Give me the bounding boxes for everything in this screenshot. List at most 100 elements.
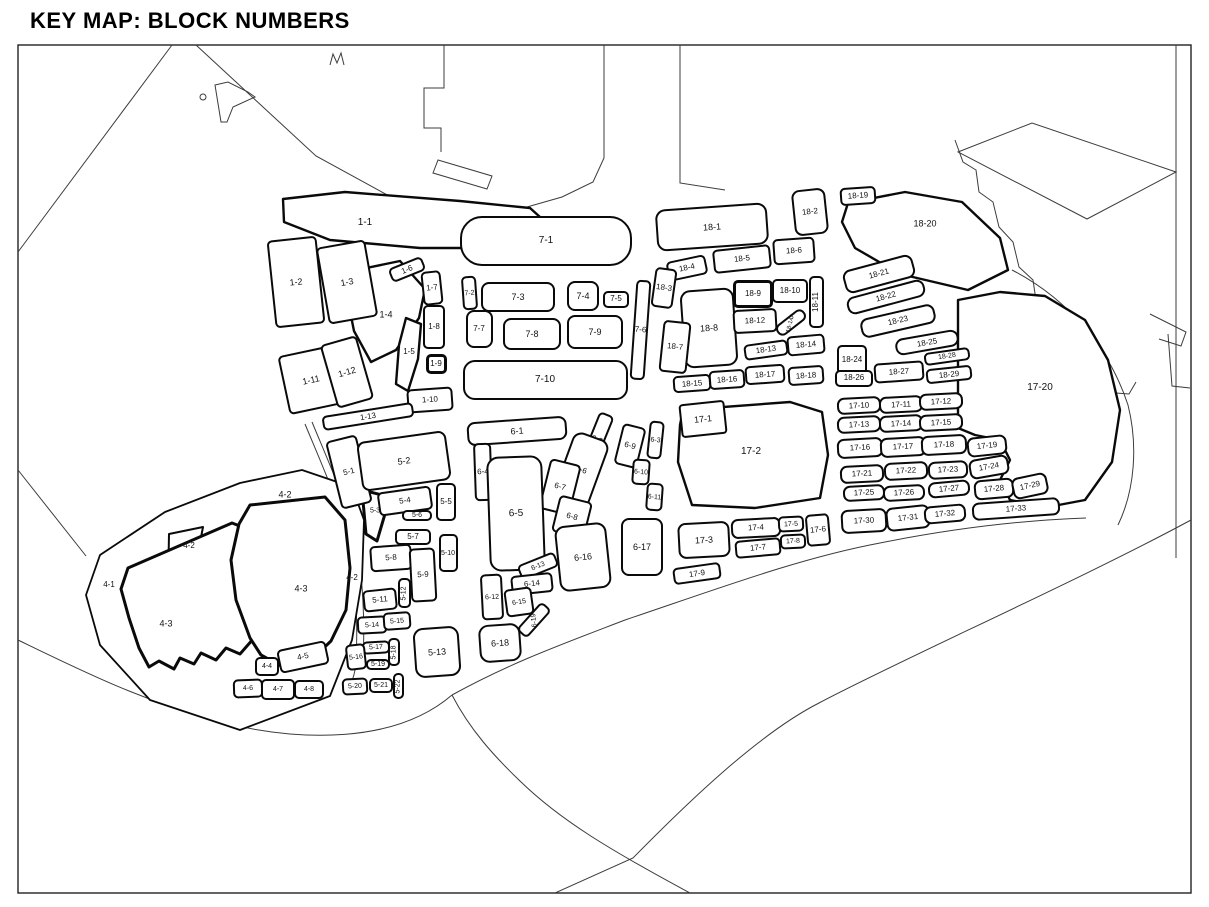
block-5-4-label: 5-4 <box>398 495 412 506</box>
block-5-14-label: 5-14 <box>364 621 380 629</box>
block-5-11-label: 5-11 <box>371 594 389 605</box>
block-18-24-label: 18-24 <box>841 355 863 364</box>
block-17-33-label: 17-33 <box>1005 503 1027 514</box>
block-6-10: 6-10 <box>631 458 651 486</box>
block-5-13-label: 5-13 <box>427 645 447 658</box>
block-17-1-label: 17-1 <box>693 412 713 425</box>
block-18-26-label: 18-26 <box>843 373 865 382</box>
block-5-15-label: 5-15 <box>389 617 405 625</box>
block-6-12-label: 6-12 <box>484 593 500 601</box>
block-1-10-label: 1-10 <box>421 394 439 405</box>
block-5-3-label: 5-3 <box>369 507 381 515</box>
block-5-22: 5-22 <box>392 673 404 699</box>
block-1-4-label: 1-4 <box>379 309 393 320</box>
block-5-21: 5-21 <box>369 677 393 693</box>
block-17-29-label: 17-29 <box>1018 478 1041 493</box>
block-5-16-label: 5-16 <box>348 652 364 662</box>
block-1-11-label: 1-11 <box>301 372 321 387</box>
block-17-24-label: 17-24 <box>978 460 1000 473</box>
block-17-5-label: 17-5 <box>783 520 799 528</box>
block-18-10: 18-10 <box>772 279 808 303</box>
block-4-5-label: 4-5 <box>296 650 310 663</box>
block-17-26-label: 17-26 <box>893 487 915 498</box>
block-17-22: 17-22 <box>883 460 929 482</box>
block-5-1-label: 5-1 <box>342 465 356 478</box>
block-4-6: 4-6 <box>232 677 264 699</box>
block-17-8-label: 17-8 <box>785 537 801 545</box>
block-5-6-label: 5-6 <box>411 511 423 519</box>
block-17-20-label: 17-20 <box>1027 382 1053 393</box>
block-18-3-label: 18-3 <box>655 281 673 294</box>
block-5-19: 5-19 <box>366 658 390 670</box>
block-17-10-label: 17-10 <box>848 399 870 410</box>
block-18-23-label: 18-23 <box>886 313 909 328</box>
block-18-8-label: 18-8 <box>699 321 719 334</box>
block-7-10-label: 7-10 <box>534 374 555 385</box>
block-18-16: 18-16 <box>708 368 746 390</box>
block-6-12: 6-12 <box>479 573 505 621</box>
block-5-9: 5-9 <box>408 547 438 603</box>
block-7-9: 7-9 <box>567 315 623 349</box>
block-17-16: 17-16 <box>836 436 884 460</box>
block-17-23: 17-23 <box>927 459 969 481</box>
block-17-14: 17-14 <box>878 413 924 433</box>
block-17-11-label: 17-11 <box>890 398 912 409</box>
block-7-1: 7-1 <box>460 216 632 266</box>
block-18-9: 18-9 <box>733 280 773 308</box>
block-4-1-label: 4-1 <box>103 580 115 589</box>
block-4-8-label: 4-8 <box>303 685 315 693</box>
block-5-15: 5-15 <box>382 611 412 631</box>
block-17-1: 17-1 <box>678 399 728 439</box>
block-7-5-label: 7-5 <box>610 294 622 303</box>
block-18-5-label: 18-5 <box>733 253 751 264</box>
block-7-9-label: 7-9 <box>588 326 602 337</box>
block-17-21: 17-21 <box>839 463 885 485</box>
block-1-1-label: 1-1 <box>357 217 373 228</box>
block-5-5: 5-5 <box>436 483 456 521</box>
block-17-32-label: 17-32 <box>934 508 956 519</box>
block-6-19-label: 6-19 <box>529 612 539 628</box>
block-18-4-label: 18-4 <box>678 261 696 274</box>
block-17-19-label: 17-19 <box>976 439 998 452</box>
block-17-12: 17-12 <box>918 391 964 411</box>
block-18-15: 18-15 <box>672 373 712 393</box>
block-18-1: 18-1 <box>654 202 770 252</box>
block-1-12-label: 1-12 <box>336 364 357 379</box>
block-5-13: 5-13 <box>412 625 462 679</box>
block-5-17-label: 5-17 <box>368 643 384 651</box>
block-18-26: 18-26 <box>835 369 873 387</box>
block-7-8-label: 7-8 <box>525 328 539 339</box>
block-5-19-label: 5-19 <box>370 660 385 668</box>
block-4-2-label: 4-2 <box>183 541 195 550</box>
block-7-5: 7-5 <box>603 290 629 308</box>
block-6-3-label: 6-3 <box>649 435 661 445</box>
block-7-3: 7-3 <box>481 282 555 312</box>
block-17-14-label: 17-14 <box>890 417 912 428</box>
block-18-21-label: 18-21 <box>867 266 890 281</box>
block-5-12: 5-12 <box>397 578 411 608</box>
block-5-21-label: 5-21 <box>373 681 388 689</box>
block-17-18: 17-18 <box>920 433 968 457</box>
block-6-9-label: 6-9 <box>623 439 637 452</box>
block-6-13-label: 6-13 <box>530 560 546 572</box>
block-18-14: 18-14 <box>786 333 826 357</box>
block-18-14-label: 18-14 <box>795 339 817 350</box>
block-18-7: 18-7 <box>658 319 692 375</box>
block-7-7-label: 7-7 <box>473 324 485 333</box>
block-4-8: 4-8 <box>294 679 324 699</box>
block-5-18: 5-18 <box>388 638 400 666</box>
block-1-7-label: 1-7 <box>425 282 439 293</box>
block-17-15-label: 17-15 <box>930 416 952 427</box>
block-4-2-label: 4-2 <box>346 573 358 582</box>
block-7-1-label: 7-1 <box>538 235 554 246</box>
page-title: KEY MAP: BLOCK NUMBERS <box>30 8 350 33</box>
block-7-2: 7-2 <box>460 275 478 311</box>
block-1-8: 1-8 <box>423 305 445 349</box>
block-18-2-label: 18-2 <box>801 206 819 217</box>
block-6-5-label: 6-5 <box>508 506 524 519</box>
block-7-4-label: 7-4 <box>576 290 590 301</box>
block-6-1-label: 6-1 <box>510 425 524 436</box>
block-6-15-label: 6-15 <box>511 597 527 607</box>
block-17-13: 17-13 <box>836 414 882 434</box>
block-1-6-label: 1-6 <box>399 262 414 275</box>
